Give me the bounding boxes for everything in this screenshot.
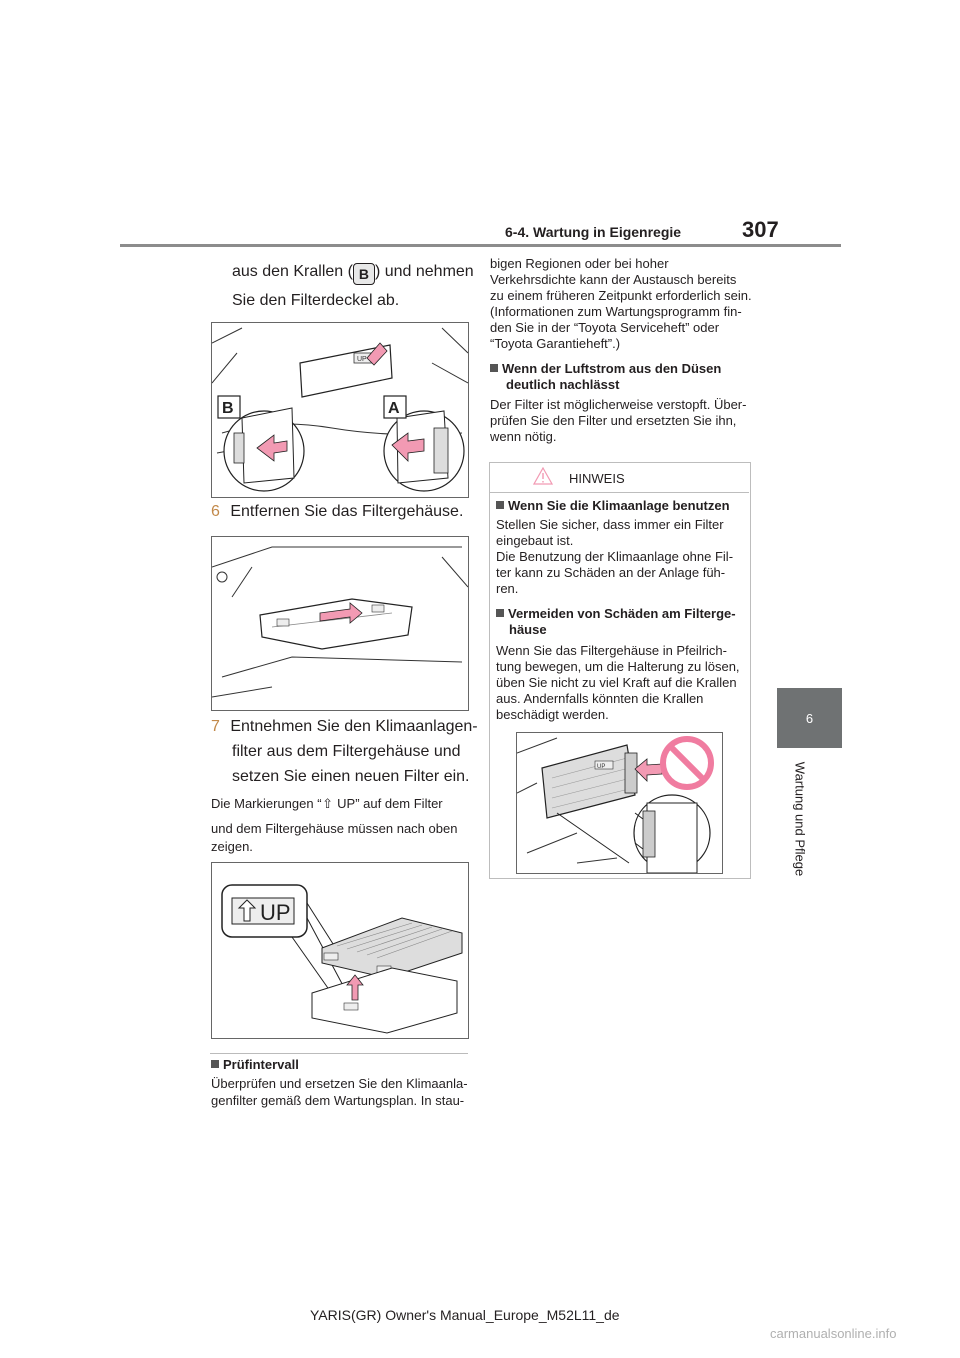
n2-line-2: tung bewegen, um die Halterung zu lösen,	[496, 659, 740, 674]
claw-b-label: B	[352, 263, 375, 285]
page-number: 307	[742, 217, 779, 242]
note-line-2: und dem Filtergehäuse müssen nach oben	[211, 821, 458, 836]
notice-box	[489, 462, 751, 879]
fig3-up-label: UP	[260, 900, 291, 925]
step-7-text-3: setzen Sie einen neuen Filter ein.	[232, 768, 470, 785]
n2-line-3: üben Sie nicht zu viel Kraft auf die Kra…	[496, 675, 737, 690]
airflow-heading: Wenn der Luftstrom aus den Düsen	[490, 360, 721, 377]
square-bullet-icon	[211, 1060, 219, 1068]
header-rule	[120, 244, 841, 247]
step-6-number: 6	[211, 503, 220, 520]
fig4-up-mark: UP	[597, 764, 605, 770]
side-tab-label: Wartung und Pflege	[792, 761, 808, 877]
step-7-text-2: filter aus dem Filtergehäuse und	[232, 743, 461, 760]
figure-remove-cover: UP B A	[211, 322, 469, 498]
up-arrow-icon: ⇧	[322, 796, 333, 811]
cont-line-5: den Sie in der “Toyota Serviceheft” oder	[490, 320, 720, 335]
chapter-tab: 6	[777, 688, 842, 748]
section-title: 6-4. Wartung in Eigenregie	[505, 224, 682, 240]
n2-line-5: beschädigt werden.	[496, 707, 609, 722]
square-bullet-icon	[490, 364, 498, 372]
cont-line-2: Verkehrsdichte kann der Austausch bereit…	[490, 272, 737, 287]
step-7-number: 7	[211, 718, 220, 735]
interval-heading: Prüfintervall	[211, 1056, 299, 1073]
figure-remove-housing	[211, 536, 469, 711]
cont-line-3: zu einem früheren Zeitpunkt erforderlich…	[490, 288, 752, 303]
notice-heading-2b: häuse	[509, 622, 547, 637]
note-line-1: Die Markierungen “⇧ UP” auf dem Filter	[211, 796, 443, 811]
warning-triangle-icon	[533, 467, 553, 485]
step-6: 6 Entfernen Sie das Filtergehäuse.	[211, 500, 463, 524]
airflow-line-3: wenn nötig.	[490, 429, 557, 444]
watermark: carmanualsonline.info	[770, 1326, 897, 1341]
step-6-text: Entfernen Sie das Filtergehäuse.	[230, 503, 464, 520]
airflow-heading-2: deutlich nachlässt	[506, 377, 620, 392]
n1-line-1: Stellen Sie sicher, dass immer ein Filte…	[496, 517, 724, 532]
intro-line-2: Sie den Filterdeckel ab.	[232, 292, 400, 309]
notice-heading-1: Wenn Sie die Klimaanlage benutzen	[496, 497, 730, 514]
airflow-line-2: prüfen Sie den Filter und ersetzten Sie …	[490, 413, 737, 428]
side-tab: Wartung und Pflege	[780, 754, 820, 884]
notice-heading-2: Vermeiden von Schäden am Filterge-	[496, 605, 736, 622]
fig1-up-mark: UP	[357, 356, 367, 363]
figure-up-marking: UP	[211, 862, 469, 1039]
note-line-3: zeigen.	[211, 839, 253, 854]
interval-line-1: Überprüfen und ersetzen Sie den Klimaanl…	[211, 1076, 468, 1091]
cont-line-1: bigen Regionen oder bei hoher	[490, 256, 669, 271]
n1-line-3: Die Benutzung der Klimaanlage ohne Fil-	[496, 549, 734, 564]
step-7-text-1: Entnehmen Sie den Klimaanlagen-	[230, 718, 478, 735]
figure-prohibited-force: UP	[516, 732, 723, 874]
interval-line-2: genfilter gemäß dem Wartungsplan. In sta…	[211, 1093, 465, 1108]
fig1-label-a: A	[388, 400, 400, 417]
step-7: 7 Entnehmen Sie den Klimaanlagen-	[211, 715, 478, 739]
n1-line-5: ren.	[496, 581, 519, 596]
n2-line-1: Wenn Sie das Filtergehäuse in Pfeilrich-	[496, 643, 727, 658]
square-bullet-icon	[496, 501, 504, 509]
airflow-line-1: Der Filter ist möglicherweise verstopft.…	[490, 397, 747, 412]
intro-line-1: aus den Krallen (B) und nehmen	[232, 260, 474, 285]
footer-text: YARIS(GR) Owner's Manual_Europe_M52L11_d…	[310, 1307, 620, 1323]
n1-line-4: ter kann zu Schäden an der Anlage füh-	[496, 565, 726, 580]
n1-line-2: eingebaut ist.	[496, 533, 574, 548]
n2-line-4: aus. Andernfalls könnten die Krallen	[496, 691, 704, 706]
fig1-label-b: B	[222, 400, 234, 417]
section-rule	[210, 1053, 468, 1054]
cont-line-4: (Informationen zum Wartungsprogramm fin-	[490, 304, 742, 319]
square-bullet-icon	[496, 609, 504, 617]
notice-title: HINWEIS	[569, 471, 625, 486]
cont-line-6: “Toyota Garantieheft”.)	[490, 336, 621, 351]
notice-header: HINWEIS	[489, 462, 749, 493]
